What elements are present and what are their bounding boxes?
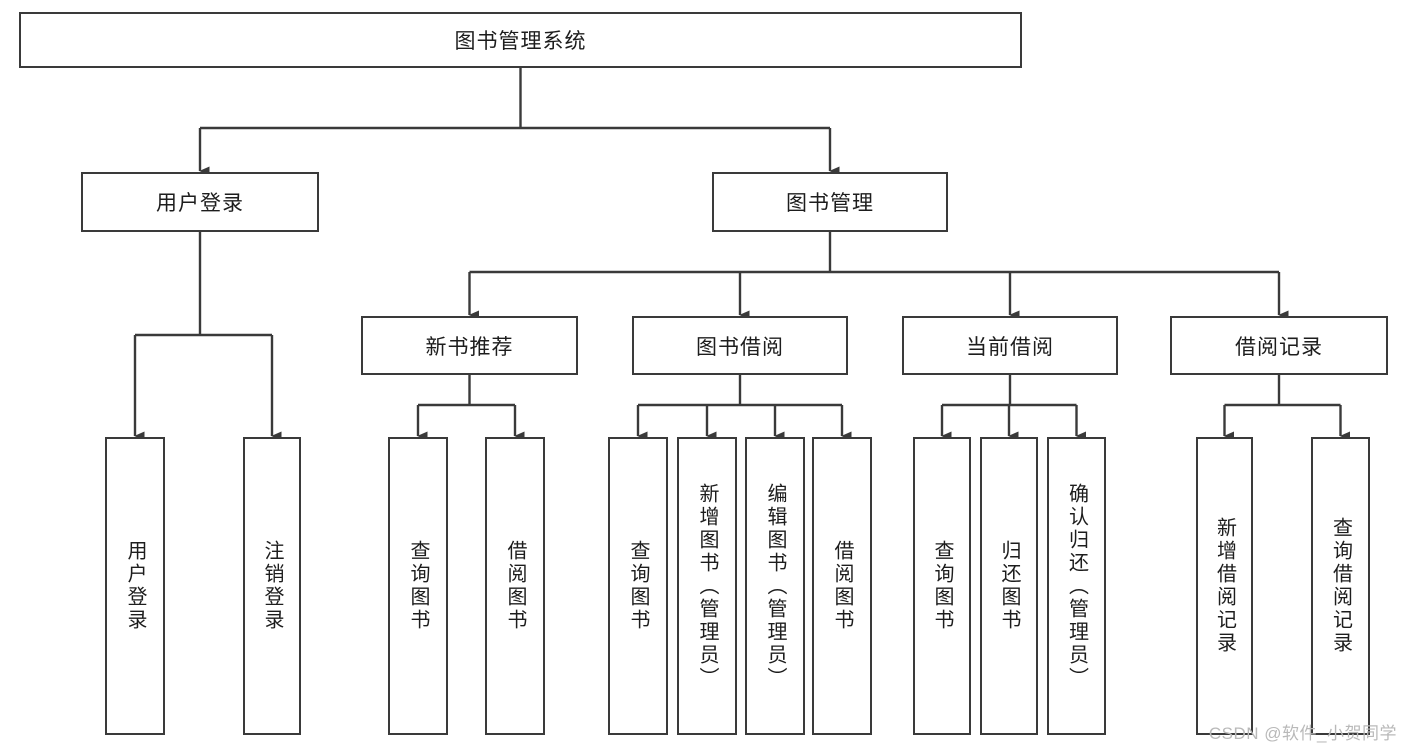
- node-label: 新书推荐: [425, 335, 514, 359]
- node-l-nb-borrow[interactable]: 借阅图书: [485, 437, 545, 735]
- node-label: 新增借阅记录: [1213, 517, 1236, 655]
- node-label: 用户登录: [124, 540, 146, 632]
- node-l-nb-query[interactable]: 查询图书: [388, 437, 448, 735]
- node-label: 查询图书: [407, 540, 429, 632]
- node-label: 借阅图书: [831, 540, 853, 632]
- node-l-logout[interactable]: 注销登录: [243, 437, 301, 735]
- node-label: 借阅图书: [504, 540, 526, 632]
- node-label: 借阅记录: [1235, 335, 1323, 359]
- node-label: 用户登录: [156, 192, 244, 215]
- node-label: 当前借阅: [966, 335, 1054, 359]
- node-label: 归还图书: [998, 540, 1020, 632]
- node-label: 查询借阅记录: [1329, 517, 1352, 655]
- node-newbook[interactable]: 新书推荐: [361, 316, 578, 375]
- node-label: 编辑图书（管理员）: [764, 482, 786, 690]
- node-l-login[interactable]: 用户登录: [105, 437, 165, 735]
- node-label: 图书管理: [786, 192, 874, 215]
- node-root[interactable]: 图书管理系统: [19, 12, 1022, 68]
- node-records[interactable]: 借阅记录: [1170, 316, 1388, 375]
- node-l-bb-add[interactable]: 新增图书（管理员）: [677, 437, 737, 735]
- node-bookmgmt[interactable]: 图书管理: [712, 172, 948, 232]
- node-label: 图书管理系统: [454, 30, 587, 53]
- node-label: 确认归还（管理员）: [1065, 482, 1088, 690]
- node-label: 图书借阅: [696, 335, 784, 359]
- node-l-cb-return[interactable]: 归还图书: [980, 437, 1038, 735]
- node-label: 查询图书: [627, 540, 649, 632]
- watermark: CSDN @软件_小贺同学: [1208, 724, 1397, 743]
- node-borrow[interactable]: 图书借阅: [632, 316, 848, 375]
- node-l-rc-add[interactable]: 新增借阅记录: [1196, 437, 1253, 735]
- node-l-bb-borrow[interactable]: 借阅图书: [812, 437, 872, 735]
- node-l-cb-query[interactable]: 查询图书: [913, 437, 971, 735]
- node-l-bb-edit[interactable]: 编辑图书（管理员）: [745, 437, 805, 735]
- node-current[interactable]: 当前借阅: [902, 316, 1118, 375]
- node-l-rc-query[interactable]: 查询借阅记录: [1311, 437, 1370, 735]
- node-label: 查询图书: [931, 540, 953, 632]
- node-l-bb-query[interactable]: 查询图书: [608, 437, 668, 735]
- node-login[interactable]: 用户登录: [81, 172, 319, 232]
- node-label: 新增图书（管理员）: [696, 482, 718, 690]
- node-label: 注销登录: [261, 540, 283, 632]
- node-l-cb-conf[interactable]: 确认归还（管理员）: [1047, 437, 1106, 735]
